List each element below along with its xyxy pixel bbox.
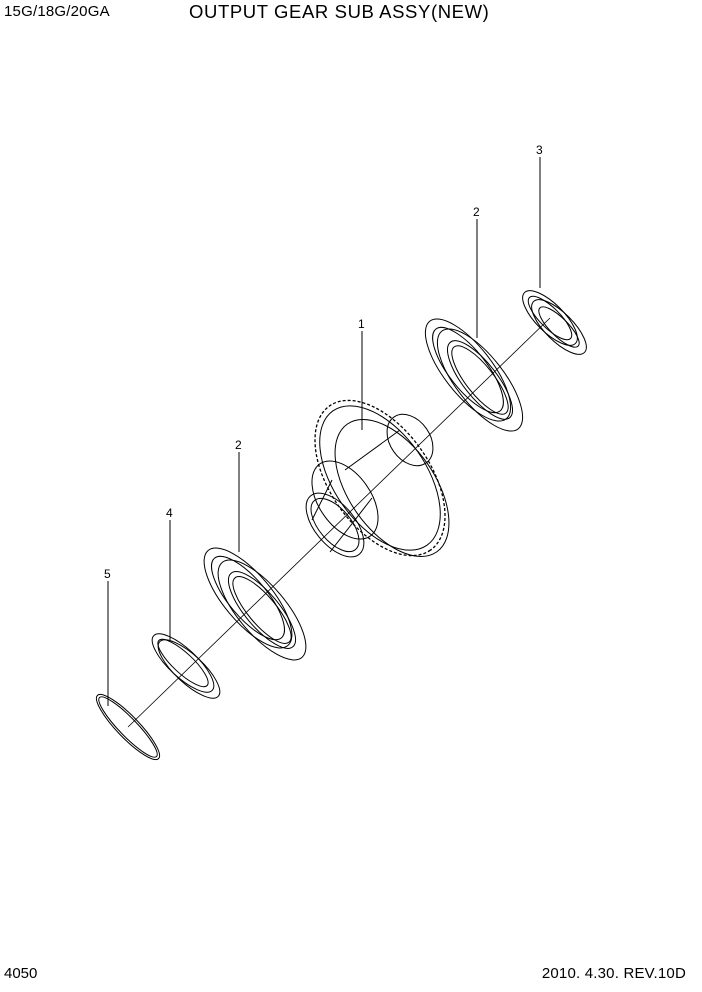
revision-date: 2010. 4.30. REV.10D bbox=[541, 965, 686, 982]
callout-5: 5 bbox=[104, 567, 111, 581]
callout-2-lower: 2 bbox=[235, 438, 242, 452]
part-3-seal-ring bbox=[522, 290, 587, 355]
model-code: 15G/18G/20GA bbox=[4, 3, 110, 20]
part-5-snap-ring bbox=[95, 693, 161, 761]
assembly-axis-line bbox=[127, 317, 551, 728]
callout-1: 1 bbox=[358, 317, 365, 331]
page-title: OUTPUT GEAR SUB ASSY(NEW) bbox=[189, 1, 490, 22]
callout-4: 4 bbox=[166, 506, 173, 520]
part-4-oil-seal bbox=[151, 633, 221, 699]
part-2-bearing-lower bbox=[203, 547, 307, 661]
callout-3: 3 bbox=[536, 143, 543, 157]
part-2-bearing-upper bbox=[424, 318, 524, 432]
part-1-output-gear bbox=[305, 399, 450, 558]
callout-2-upper: 2 bbox=[473, 205, 480, 219]
page-number: 4050 bbox=[4, 965, 38, 982]
